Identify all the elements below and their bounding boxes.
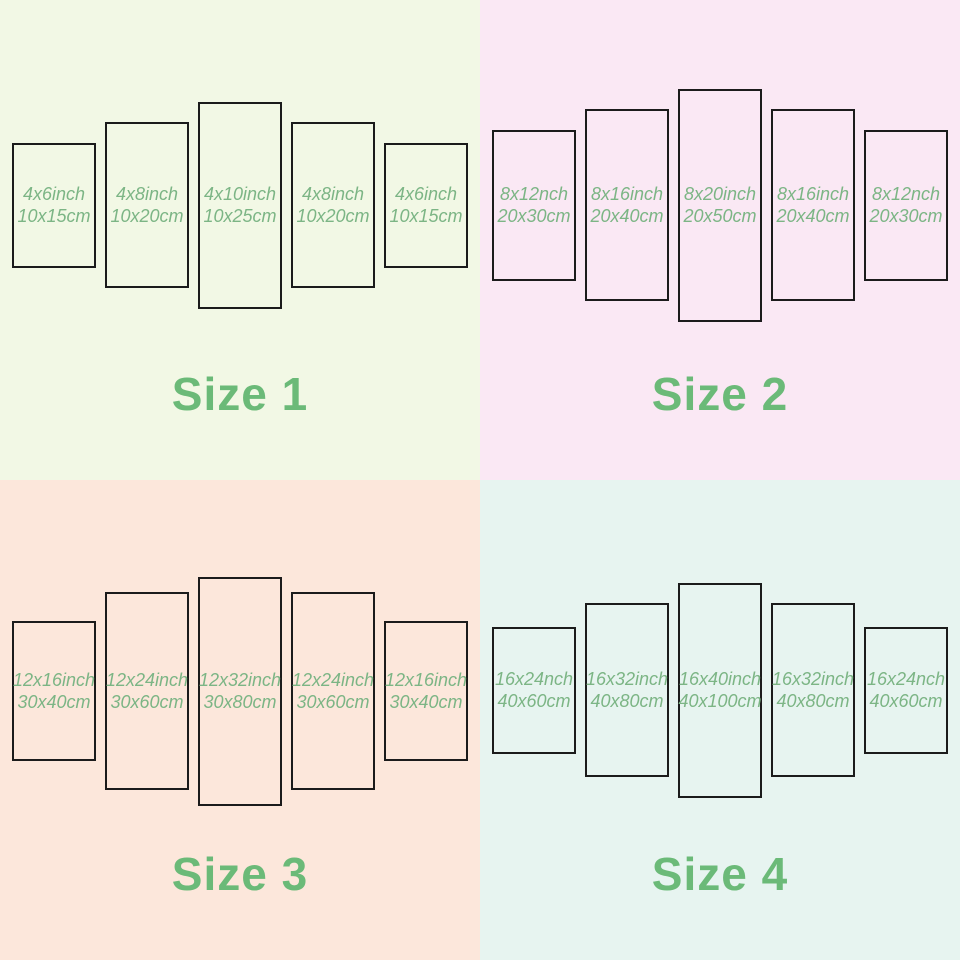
size-3-quadrant: 12x16inch 30x40cm 12x24inch 30x60cm 12x3… — [0, 480, 480, 960]
panel-size-cm: 40x60cm — [869, 691, 943, 711]
panel-size-cm: 30x40cm — [17, 692, 91, 712]
panel-size-cm: 40x100cm — [678, 691, 762, 711]
size-4-panel-area: 16x24nch 40x60cm 16x32inch 40x80cm 16x40… — [480, 480, 960, 820]
panel-size-cm: 30x60cm — [110, 692, 184, 712]
canvas-panel: 12x32inch 30x80cm — [198, 576, 282, 806]
canvas-panel: 8x20inch 20x50cm — [678, 88, 762, 322]
canvas-panel: 4x8inch 10x20cm — [105, 122, 189, 288]
canvas-panel: 16x40inch 40x100cm — [678, 582, 762, 798]
size-2-quadrant: 8x12nch 20x30cm 8x16inch 20x40cm 8x20inc… — [480, 0, 960, 480]
panel-size-inch: 4x8inch — [301, 184, 365, 204]
canvas-panel: 4x6inch 10x15cm — [384, 142, 468, 268]
panel-size-cm: 20x50cm — [683, 206, 757, 226]
panel-size-inch: 8x12nch — [499, 184, 569, 204]
canvas-panel: 12x16inch 30x40cm — [12, 621, 96, 761]
size-3-panel-area: 12x16inch 30x40cm 12x24inch 30x60cm 12x3… — [0, 480, 480, 820]
panel-size-inch: 12x16inch — [384, 670, 468, 690]
canvas-panel: 4x8inch 10x20cm — [291, 122, 375, 288]
panel-size-inch: 8x16inch — [776, 184, 850, 204]
panel-size-cm: 10x20cm — [296, 206, 370, 226]
panel-size-cm: 40x80cm — [590, 691, 664, 711]
panel-size-cm: 40x80cm — [776, 691, 850, 711]
panel-size-inch: 8x20inch — [683, 184, 757, 204]
panel-size-inch: 8x16inch — [590, 184, 664, 204]
panel-size-cm: 10x20cm — [110, 206, 184, 226]
panel-size-inch: 16x24nch — [494, 669, 574, 689]
size-title: Size 4 — [651, 848, 789, 900]
panel-size-cm: 30x60cm — [296, 692, 370, 712]
size-title: Size 1 — [171, 368, 309, 420]
canvas-panel: 8x16inch 20x40cm — [585, 109, 669, 301]
panel-size-cm: 30x40cm — [389, 692, 463, 712]
panel-size-cm: 40x60cm — [497, 691, 571, 711]
size-title: Size 3 — [171, 848, 309, 900]
size-2-panel-area: 8x12nch 20x30cm 8x16inch 20x40cm 8x20inc… — [480, 0, 960, 340]
panel-size-cm: 10x25cm — [203, 206, 277, 226]
size-4-quadrant: 16x24nch 40x60cm 16x32inch 40x80cm 16x40… — [480, 480, 960, 960]
panel-size-inch: 16x40inch — [678, 669, 762, 689]
panel-size-inch: 4x8inch — [115, 184, 179, 204]
canvas-panel: 8x16inch 20x40cm — [771, 109, 855, 301]
canvas-panel: 8x12nch 20x30cm — [492, 129, 576, 281]
panel-size-inch: 12x32inch — [198, 670, 282, 690]
panel-size-cm: 20x30cm — [869, 206, 943, 226]
panel-size-inch: 16x32inch — [585, 669, 669, 689]
canvas-panel: 16x24nch 40x60cm — [864, 626, 948, 754]
canvas-panel: 12x16inch 30x40cm — [384, 621, 468, 761]
panel-size-cm: 30x80cm — [203, 692, 277, 712]
panel-size-inch: 12x24inch — [105, 670, 189, 690]
panel-size-cm: 20x40cm — [590, 206, 664, 226]
panel-size-cm: 20x40cm — [776, 206, 850, 226]
panel-size-inch: 4x6inch — [394, 184, 458, 204]
panel-size-cm: 10x15cm — [389, 206, 463, 226]
panel-size-inch: 4x10inch — [203, 184, 277, 204]
size-title: Size 2 — [651, 368, 789, 420]
canvas-panel: 4x6inch 10x15cm — [12, 142, 96, 268]
canvas-panel: 16x32inch 40x80cm — [771, 603, 855, 777]
canvas-panel: 4x10inch 10x25cm — [198, 101, 282, 309]
canvas-panel: 12x24inch 30x60cm — [105, 592, 189, 790]
panel-size-cm: 10x15cm — [17, 206, 91, 226]
canvas-panel: 12x24inch 30x60cm — [291, 592, 375, 790]
panel-size-inch: 16x32inch — [771, 669, 855, 689]
panel-size-inch: 8x12nch — [871, 184, 941, 204]
panel-size-inch: 16x24nch — [866, 669, 946, 689]
panel-size-inch: 12x24inch — [291, 670, 375, 690]
size-1-quadrant: 4x6inch 10x15cm 4x8inch 10x20cm 4x10inch… — [0, 0, 480, 480]
panel-size-inch: 12x16inch — [12, 670, 96, 690]
canvas-panel: 16x24nch 40x60cm — [492, 626, 576, 754]
canvas-panel: 8x12nch 20x30cm — [864, 129, 948, 281]
panel-size-inch: 4x6inch — [22, 184, 86, 204]
canvas-panel: 16x32inch 40x80cm — [585, 603, 669, 777]
panel-size-cm: 20x30cm — [497, 206, 571, 226]
size-1-panel-area: 4x6inch 10x15cm 4x8inch 10x20cm 4x10inch… — [0, 0, 480, 340]
